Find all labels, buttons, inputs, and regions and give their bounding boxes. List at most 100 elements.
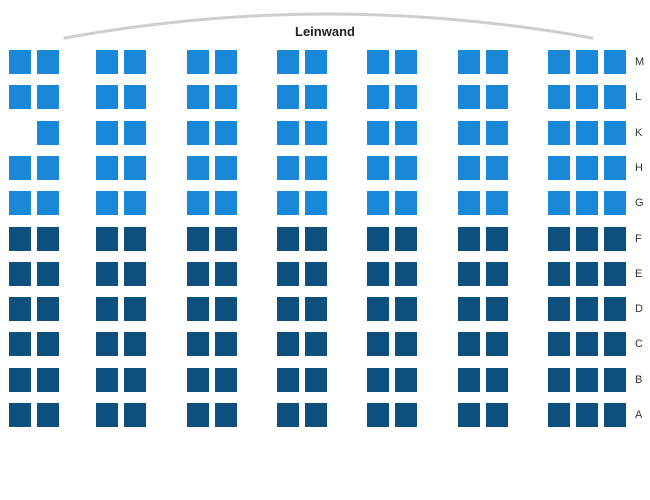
seat-e-block2-1[interactable] (96, 262, 118, 286)
seat-l-block3-2[interactable] (215, 85, 237, 109)
seat-k-block3-2[interactable] (215, 121, 237, 145)
seat-c-block7-1[interactable] (548, 332, 570, 356)
seat-l-block2-2[interactable] (124, 85, 146, 109)
seat-c-block6-2[interactable] (486, 332, 508, 356)
seat-e-block3-1[interactable] (187, 262, 209, 286)
seat-k-block4-2[interactable] (305, 121, 327, 145)
seat-l-block3-1[interactable] (187, 85, 209, 109)
seat-a-block2-1[interactable] (96, 403, 118, 427)
seat-l-block6-1[interactable] (458, 85, 480, 109)
seat-d-block2-1[interactable] (96, 297, 118, 321)
seat-l-block7-1[interactable] (548, 85, 570, 109)
seat-l-block2-1[interactable] (96, 85, 118, 109)
seat-g-block2-1[interactable] (96, 191, 118, 215)
seat-m-block4-2[interactable] (305, 50, 327, 74)
seat-h-block7-3[interactable] (604, 156, 626, 180)
seat-a-block3-2[interactable] (215, 403, 237, 427)
seat-g-block1-1[interactable] (9, 191, 31, 215)
seat-g-block5-1[interactable] (367, 191, 389, 215)
seat-m-block3-2[interactable] (215, 50, 237, 74)
seat-d-block1-2[interactable] (37, 297, 59, 321)
seat-k-block3-1[interactable] (187, 121, 209, 145)
seat-k-block4-1[interactable] (277, 121, 299, 145)
seat-h-block2-2[interactable] (124, 156, 146, 180)
seat-g-block4-2[interactable] (305, 191, 327, 215)
seat-m-block3-1[interactable] (187, 50, 209, 74)
seat-g-block6-2[interactable] (486, 191, 508, 215)
seat-b-block2-2[interactable] (124, 368, 146, 392)
seat-b-block7-3[interactable] (604, 368, 626, 392)
seat-c-block7-3[interactable] (604, 332, 626, 356)
seat-m-block7-3[interactable] (604, 50, 626, 74)
seat-d-block6-2[interactable] (486, 297, 508, 321)
seat-k-block5-2[interactable] (395, 121, 417, 145)
seat-g-block7-1[interactable] (548, 191, 570, 215)
seat-c-block5-2[interactable] (395, 332, 417, 356)
seat-a-block7-2[interactable] (576, 403, 598, 427)
seat-f-block2-2[interactable] (124, 227, 146, 251)
seat-k-block1-2[interactable] (37, 121, 59, 145)
seat-d-block7-3[interactable] (604, 297, 626, 321)
seat-k-block2-1[interactable] (96, 121, 118, 145)
seat-l-block1-1[interactable] (9, 85, 31, 109)
seat-e-block7-3[interactable] (604, 262, 626, 286)
seat-c-block2-1[interactable] (96, 332, 118, 356)
seat-f-block4-2[interactable] (305, 227, 327, 251)
seat-f-block7-2[interactable] (576, 227, 598, 251)
seat-d-block7-2[interactable] (576, 297, 598, 321)
seat-f-block4-1[interactable] (277, 227, 299, 251)
seat-g-block3-1[interactable] (187, 191, 209, 215)
seat-d-block3-2[interactable] (215, 297, 237, 321)
seat-e-block7-2[interactable] (576, 262, 598, 286)
seat-c-block6-1[interactable] (458, 332, 480, 356)
seat-c-block4-2[interactable] (305, 332, 327, 356)
seat-b-block4-1[interactable] (277, 368, 299, 392)
seat-e-block6-1[interactable] (458, 262, 480, 286)
seat-a-block6-1[interactable] (458, 403, 480, 427)
seat-a-block2-2[interactable] (124, 403, 146, 427)
seat-f-block7-1[interactable] (548, 227, 570, 251)
seat-h-block6-2[interactable] (486, 156, 508, 180)
seat-g-block6-1[interactable] (458, 191, 480, 215)
seat-k-block7-1[interactable] (548, 121, 570, 145)
seat-d-block5-1[interactable] (367, 297, 389, 321)
seat-k-block7-3[interactable] (604, 121, 626, 145)
seat-f-block6-2[interactable] (486, 227, 508, 251)
seat-g-block3-2[interactable] (215, 191, 237, 215)
seat-b-block4-2[interactable] (305, 368, 327, 392)
seat-c-block3-2[interactable] (215, 332, 237, 356)
seat-g-block7-2[interactable] (576, 191, 598, 215)
seat-e-block2-2[interactable] (124, 262, 146, 286)
seat-f-block5-1[interactable] (367, 227, 389, 251)
seat-h-block2-1[interactable] (96, 156, 118, 180)
seat-h-block1-1[interactable] (9, 156, 31, 180)
seat-c-block7-2[interactable] (576, 332, 598, 356)
seat-f-block2-1[interactable] (96, 227, 118, 251)
seat-m-block1-1[interactable] (9, 50, 31, 74)
seat-h-block5-2[interactable] (395, 156, 417, 180)
seat-c-block3-1[interactable] (187, 332, 209, 356)
seat-b-block6-2[interactable] (486, 368, 508, 392)
seat-k-block6-2[interactable] (486, 121, 508, 145)
seat-b-block3-2[interactable] (215, 368, 237, 392)
seat-l-block4-2[interactable] (305, 85, 327, 109)
seat-h-block7-2[interactable] (576, 156, 598, 180)
seat-l-block6-2[interactable] (486, 85, 508, 109)
seat-g-block2-2[interactable] (124, 191, 146, 215)
seat-a-block1-2[interactable] (37, 403, 59, 427)
seat-h-block6-1[interactable] (458, 156, 480, 180)
seat-f-block3-1[interactable] (187, 227, 209, 251)
seat-m-block2-1[interactable] (96, 50, 118, 74)
seat-a-block1-1[interactable] (9, 403, 31, 427)
seat-b-block3-1[interactable] (187, 368, 209, 392)
seat-b-block7-2[interactable] (576, 368, 598, 392)
seat-h-block3-1[interactable] (187, 156, 209, 180)
seat-a-block5-1[interactable] (367, 403, 389, 427)
seat-l-block5-1[interactable] (367, 85, 389, 109)
seat-m-block5-2[interactable] (395, 50, 417, 74)
seat-m-block4-1[interactable] (277, 50, 299, 74)
seat-c-block4-1[interactable] (277, 332, 299, 356)
seat-a-block7-3[interactable] (604, 403, 626, 427)
seat-f-block3-2[interactable] (215, 227, 237, 251)
seat-l-block4-1[interactable] (277, 85, 299, 109)
